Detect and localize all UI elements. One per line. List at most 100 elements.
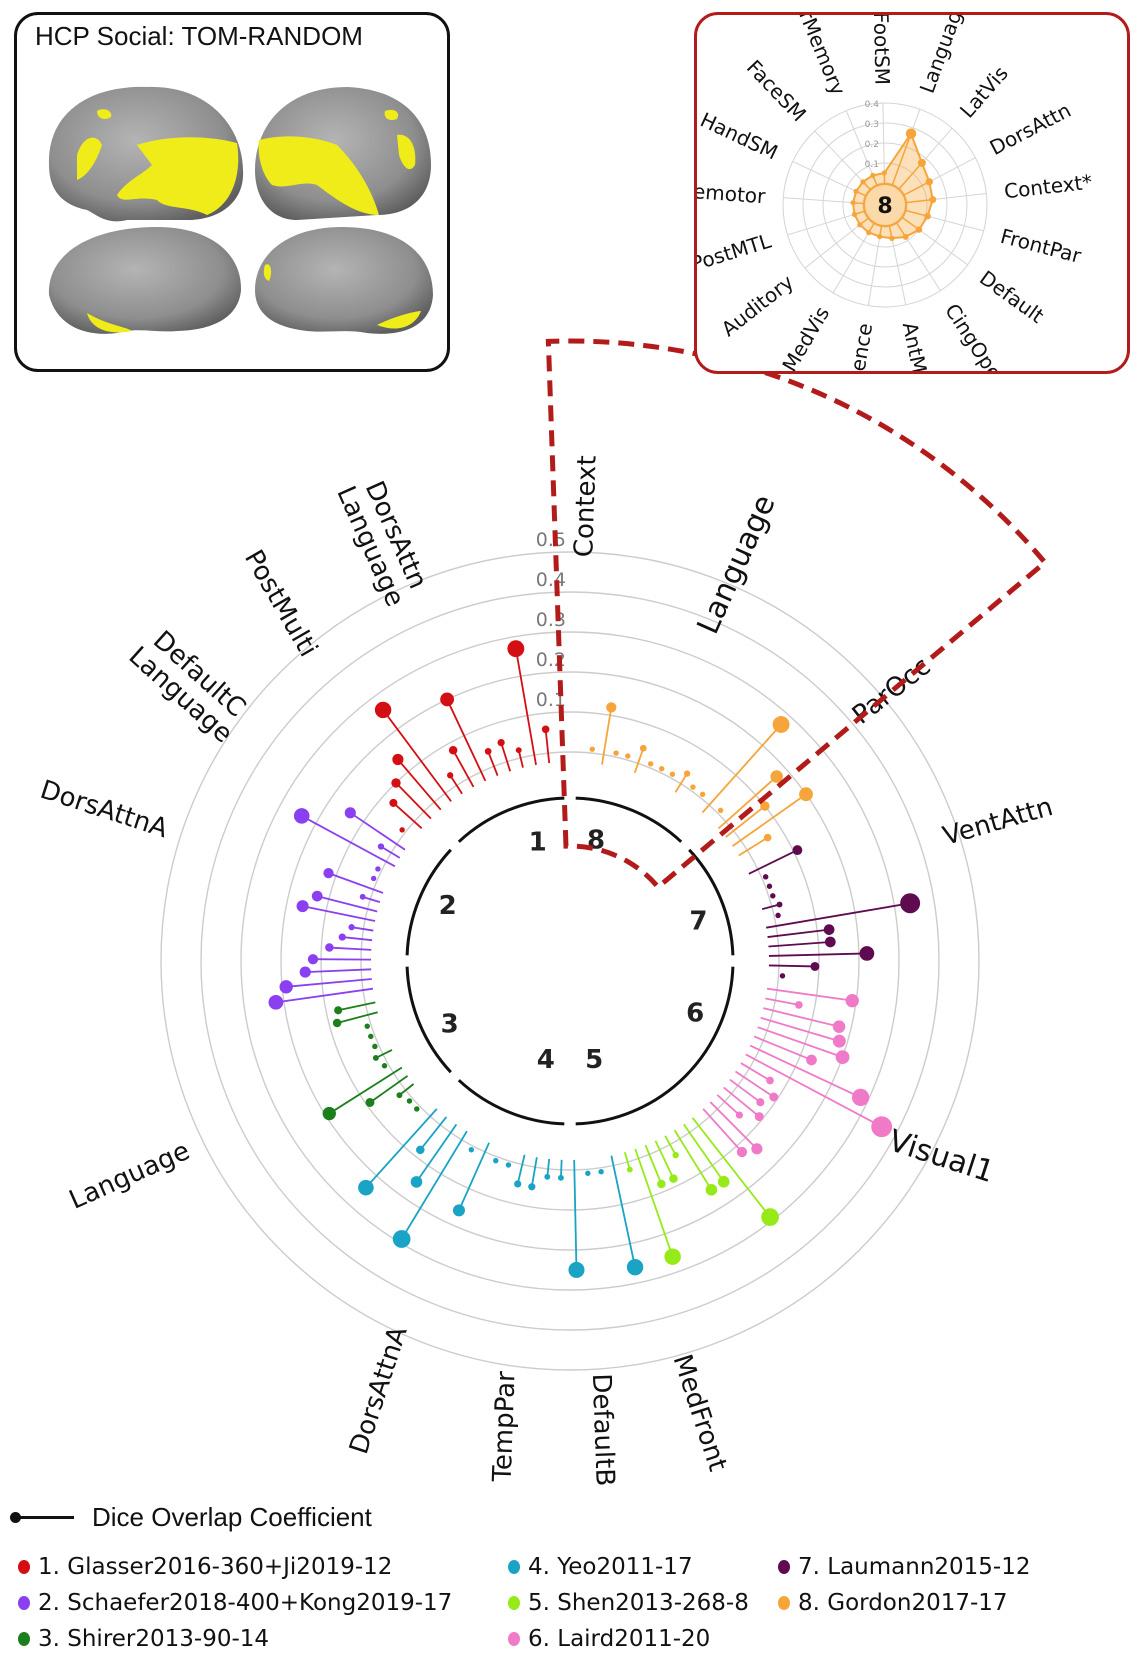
inset-grid-ring bbox=[842, 162, 928, 248]
inset-grid-spoke bbox=[832, 223, 875, 294]
lollipop-head bbox=[770, 770, 783, 783]
legend-item-label: 4. Yeo2011-17 bbox=[528, 1554, 693, 1580]
lollipop-stem bbox=[369, 1075, 409, 1104]
lollipop-head bbox=[626, 1258, 644, 1276]
lollipop-head bbox=[760, 801, 770, 811]
inset-radar-point bbox=[860, 179, 866, 185]
inset-category-text: Default bbox=[975, 266, 1048, 328]
inset-radar-point bbox=[924, 212, 931, 220]
lollipop-stem bbox=[446, 699, 487, 782]
lollipop-head bbox=[416, 1145, 425, 1155]
lollipop-stem bbox=[767, 928, 830, 938]
inset-category-text: CingOperc bbox=[940, 299, 1017, 371]
inset-category-text: Language* bbox=[915, 15, 975, 96]
legend-color-dot-icon bbox=[508, 1560, 520, 1574]
lollipop-stem bbox=[716, 1094, 741, 1116]
legend-item: 6. Laird2011-20 bbox=[508, 1626, 710, 1652]
lollipop-stem bbox=[709, 1101, 758, 1150]
lollipop-head bbox=[658, 766, 665, 772]
lollipop-stem bbox=[768, 952, 867, 957]
lollipop-head bbox=[699, 791, 706, 798]
lollipop-head bbox=[414, 1106, 420, 1112]
network-label: Language bbox=[691, 490, 783, 639]
lollipop-stem bbox=[286, 978, 372, 988]
group-arc bbox=[688, 848, 735, 956]
lollipop-head bbox=[334, 1006, 343, 1015]
lollipop-head bbox=[468, 1147, 475, 1153]
inset-category-text: ParMemory bbox=[785, 15, 850, 99]
series-group-4 bbox=[358, 1108, 644, 1278]
network-label: DefaultB bbox=[586, 1373, 620, 1487]
lollipop-stem bbox=[415, 1123, 458, 1183]
lollipop-head bbox=[606, 702, 617, 713]
inset-category-label: HandSM bbox=[697, 108, 782, 165]
lollipop-head bbox=[762, 874, 769, 880]
lollipop-stem bbox=[749, 1044, 861, 1099]
lollipop-stem bbox=[664, 1135, 677, 1156]
lollipop-stem bbox=[380, 845, 401, 859]
lollipop-stem bbox=[530, 1157, 538, 1187]
inset-radar-point bbox=[925, 178, 933, 186]
lollipop-stem bbox=[723, 1086, 760, 1118]
lollipop-head bbox=[497, 738, 505, 747]
lollipop-head bbox=[370, 875, 377, 882]
lollipop-head bbox=[514, 1180, 522, 1188]
grid-ring bbox=[200, 591, 940, 1331]
lollipop-stem bbox=[753, 1035, 812, 1061]
lollipop-head bbox=[776, 901, 783, 908]
lollipop-head bbox=[484, 748, 492, 755]
inset-radar-point bbox=[853, 188, 859, 194]
lollipop-stem bbox=[725, 805, 766, 838]
lollipop-head bbox=[835, 1050, 850, 1065]
lollipop-head bbox=[672, 1151, 679, 1159]
legend-item-label: 5. Shen2013-268-8 bbox=[528, 1590, 749, 1616]
lollipop-stem bbox=[500, 742, 512, 772]
group-arc bbox=[575, 966, 735, 1126]
lollipop-head bbox=[824, 936, 836, 948]
inset-radar-point bbox=[905, 128, 917, 139]
lollipop-head bbox=[396, 1092, 403, 1099]
lollipop-head bbox=[332, 1018, 342, 1028]
group-arc bbox=[457, 796, 565, 843]
lollipop-head bbox=[647, 761, 654, 767]
lollipop-stem bbox=[452, 749, 475, 788]
lollipop-head bbox=[392, 753, 404, 766]
lollipop-head bbox=[296, 900, 309, 913]
lollipop-stem bbox=[757, 1026, 843, 1058]
inset-category-text: Context* bbox=[1003, 170, 1094, 204]
lollipop-head bbox=[568, 1261, 585, 1278]
lollipop-head bbox=[766, 1076, 774, 1085]
inset-radar-point bbox=[870, 172, 876, 179]
lollipop-head bbox=[657, 1179, 666, 1189]
inset-category-label: Default bbox=[975, 266, 1048, 328]
lollipop-head bbox=[557, 1174, 564, 1181]
radial-grid bbox=[160, 551, 980, 1371]
inset-radar-point bbox=[902, 233, 909, 240]
brain-right-lateral bbox=[255, 87, 431, 220]
lollipop-stem bbox=[395, 782, 432, 820]
inset-category-label: PostMTL bbox=[697, 228, 775, 275]
lollipop-head bbox=[372, 1055, 379, 1061]
lollipop-head bbox=[410, 1176, 423, 1188]
inset-r-tick: 0.3 bbox=[865, 120, 879, 130]
network-label-text: Language bbox=[65, 1136, 194, 1216]
network-label-text: DefaultB bbox=[586, 1373, 620, 1487]
lollipop-stem bbox=[573, 1159, 578, 1270]
inset-grid-spoke bbox=[804, 218, 869, 269]
lollipop-head bbox=[399, 827, 405, 833]
lollipop-head bbox=[544, 1173, 551, 1180]
lollipop-stem bbox=[738, 836, 769, 857]
lollipop-stem bbox=[673, 1129, 713, 1191]
lollipop-head bbox=[859, 946, 875, 961]
lollipop-stem bbox=[766, 902, 911, 929]
inset-category-label: FaceSM bbox=[742, 55, 811, 126]
lollipop-stem bbox=[601, 707, 613, 765]
legend: Dice Overlap Coefficient 1. Glasser2016-… bbox=[0, 1498, 1138, 1668]
lollipop-stem bbox=[458, 1142, 490, 1211]
lollipop-stem bbox=[517, 749, 524, 768]
inset-category-label: CingOperc bbox=[940, 299, 1017, 371]
inset-grid-ring bbox=[802, 122, 968, 288]
inset-category-text: AntMTL bbox=[898, 320, 937, 371]
